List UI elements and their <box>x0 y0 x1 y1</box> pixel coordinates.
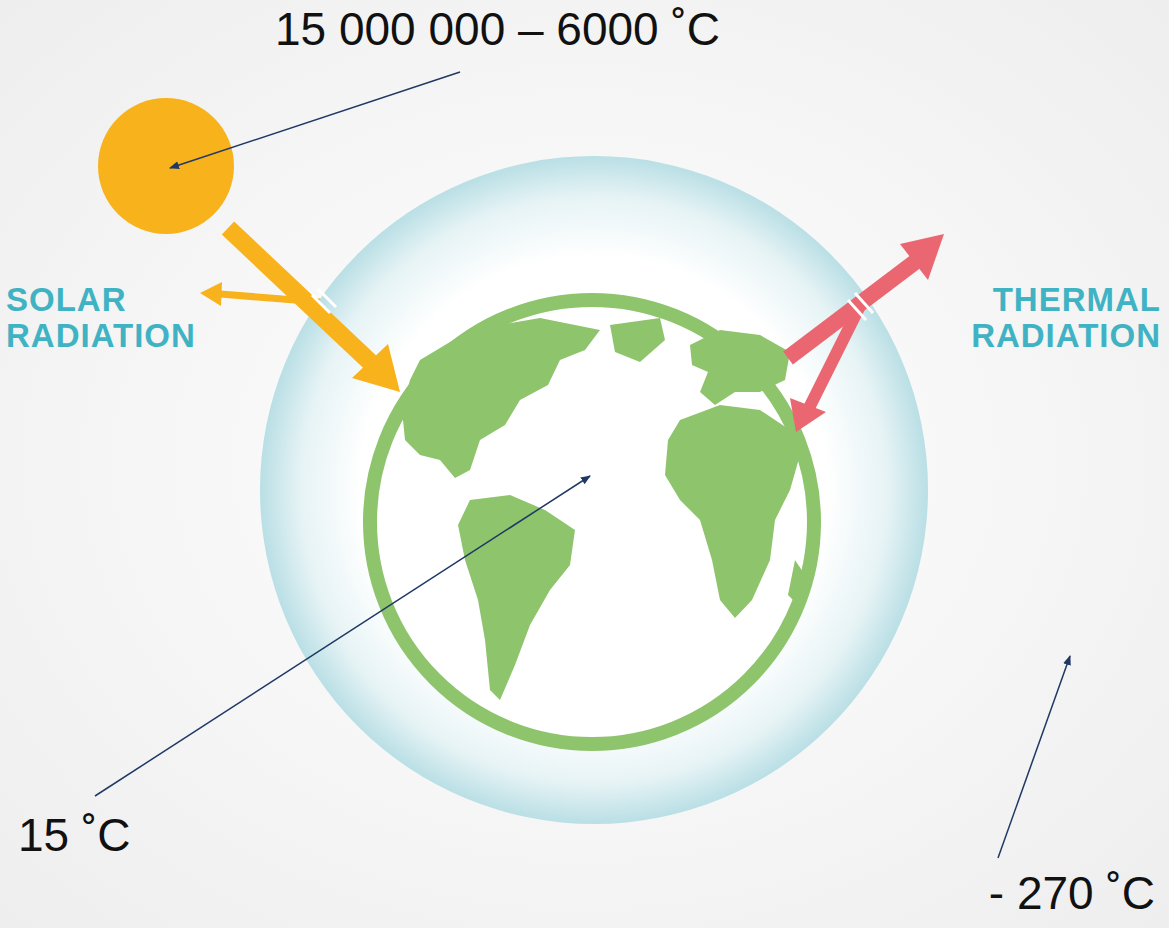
earth <box>370 300 814 744</box>
solar-arrow <box>200 228 400 392</box>
leader-line <box>170 72 460 168</box>
leader-line <box>998 656 1070 858</box>
radiation-label: SOLAR RADIATION <box>6 282 276 355</box>
radiation-label: THERMAL RADIATION <box>891 282 1161 355</box>
sun <box>98 98 234 234</box>
atmosphere <box>260 156 928 824</box>
temperature-label: 15 000 000 – 6000 ˚C <box>275 2 720 56</box>
leader-line <box>95 476 590 796</box>
temperature-label: - 270 ˚C <box>989 866 1155 920</box>
temperature-label: 15 ˚C <box>18 808 130 862</box>
thermal-arrow <box>788 234 944 432</box>
